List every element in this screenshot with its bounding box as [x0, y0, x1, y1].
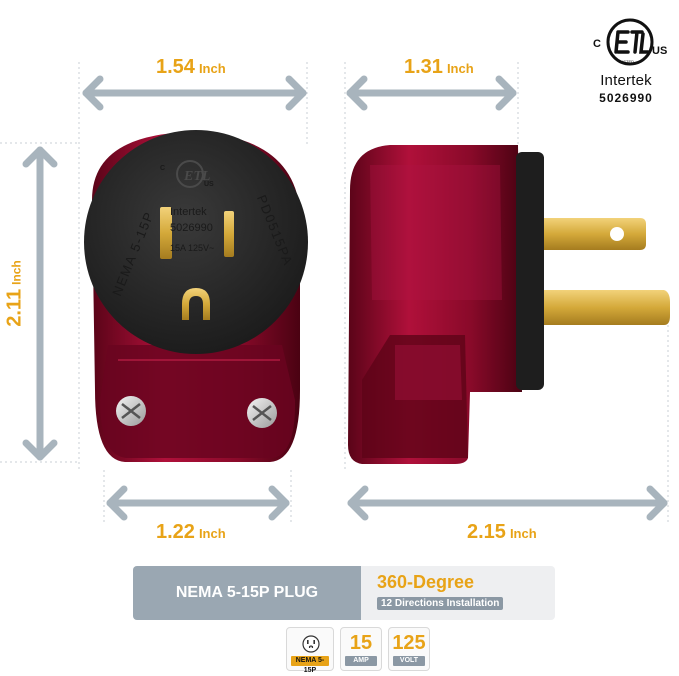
dimension-unit: Inch [446, 61, 474, 76]
badge-nema: NEMA 5-15P [286, 627, 334, 674]
etl-us-mark: US [652, 45, 668, 57]
dimension-unit: Inch [198, 61, 226, 76]
dimension-value: 2.15 [467, 521, 506, 543]
banner-plug-type: NEMA 5-15P PLUG [133, 566, 361, 620]
badge-amp: 15 AMP [340, 627, 382, 671]
ground-pin [182, 288, 210, 320]
certification-text: Intertek 5026990 [576, 72, 676, 105]
guide-lines [0, 62, 669, 525]
plug-face-etl-c: C [160, 165, 166, 172]
svg-text:ETL: ETL [183, 169, 210, 184]
neutral-blade [224, 211, 234, 257]
banner-feature: 360-Degree 12 Directions Installation [377, 572, 504, 611]
dimension-unit: Inch [198, 526, 226, 541]
banner-title: 360-Degree [377, 572, 475, 592]
banner-subtitle: 12 Directions Installation [377, 597, 504, 610]
etl-listed-mark: LISTED [620, 59, 635, 64]
plug-face-etl-us: US [204, 181, 214, 188]
dimension-value: 1.31 [404, 56, 443, 78]
etl-listed-logo [606, 18, 654, 66]
dimension-value: 1.54 [156, 56, 195, 78]
dimension-unit: Inch [509, 526, 537, 541]
plug-side-view [348, 145, 670, 464]
badge-value: 15 [349, 632, 373, 654]
certification-brand: Intertek [600, 72, 652, 89]
badge-label: VOLT [393, 656, 425, 666]
badge-volt: 125 VOLT [388, 627, 430, 671]
dimension-value: 1.22 [156, 521, 195, 543]
outlet-icon [302, 635, 320, 653]
plug-face-number: 5026990 [170, 222, 213, 234]
hot-blade [544, 218, 646, 250]
dimension-left-height: 2.11 Inch [4, 256, 27, 332]
plug-face-brand: Intertek [170, 206, 207, 218]
product-banner: NEMA 5-15P PLUG 360-Degree 12 Directions… [133, 566, 555, 620]
plug-face-rating: 15A 125V~ [170, 243, 215, 253]
etl-c-mark: C [593, 38, 601, 50]
dimension-unit: Inch [9, 260, 24, 285]
certification-number: 5026990 [599, 91, 653, 105]
badge-value: 125 [392, 632, 426, 654]
badge-label: NEMA 5-15P [291, 656, 329, 674]
dimension-value: 2.11 [3, 288, 26, 327]
ground-pin [544, 290, 670, 325]
badge-label: AMP [345, 656, 377, 666]
dimension-arrows [22, 75, 668, 521]
hot-blade [160, 207, 172, 259]
plug-front-view: ETL [84, 130, 308, 462]
